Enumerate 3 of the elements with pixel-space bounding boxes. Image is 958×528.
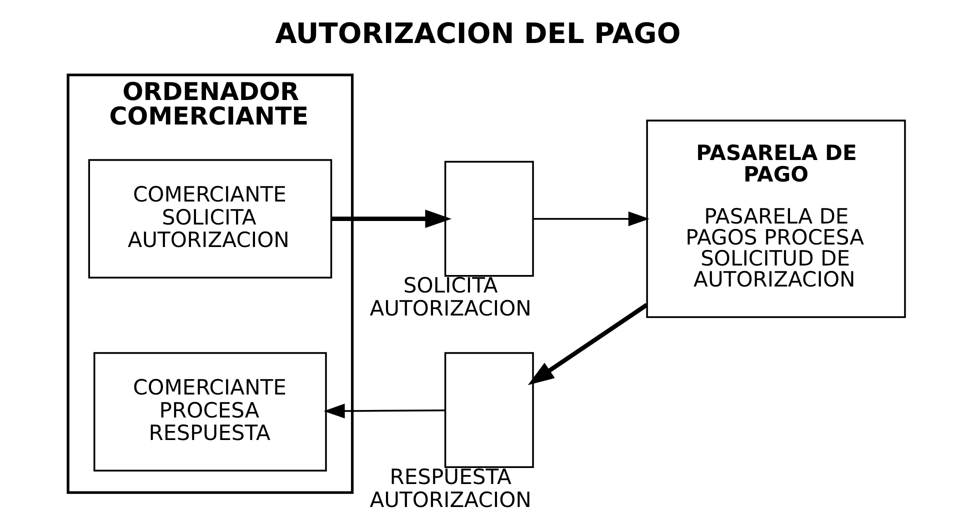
diagram-title: AUTORIZACION DEL PAGO [274, 17, 680, 50]
node-label: SOLICITA AUTORIZACION [369, 272, 531, 320]
node-label: RESPUESTA AUTORIZACION [369, 464, 531, 512]
